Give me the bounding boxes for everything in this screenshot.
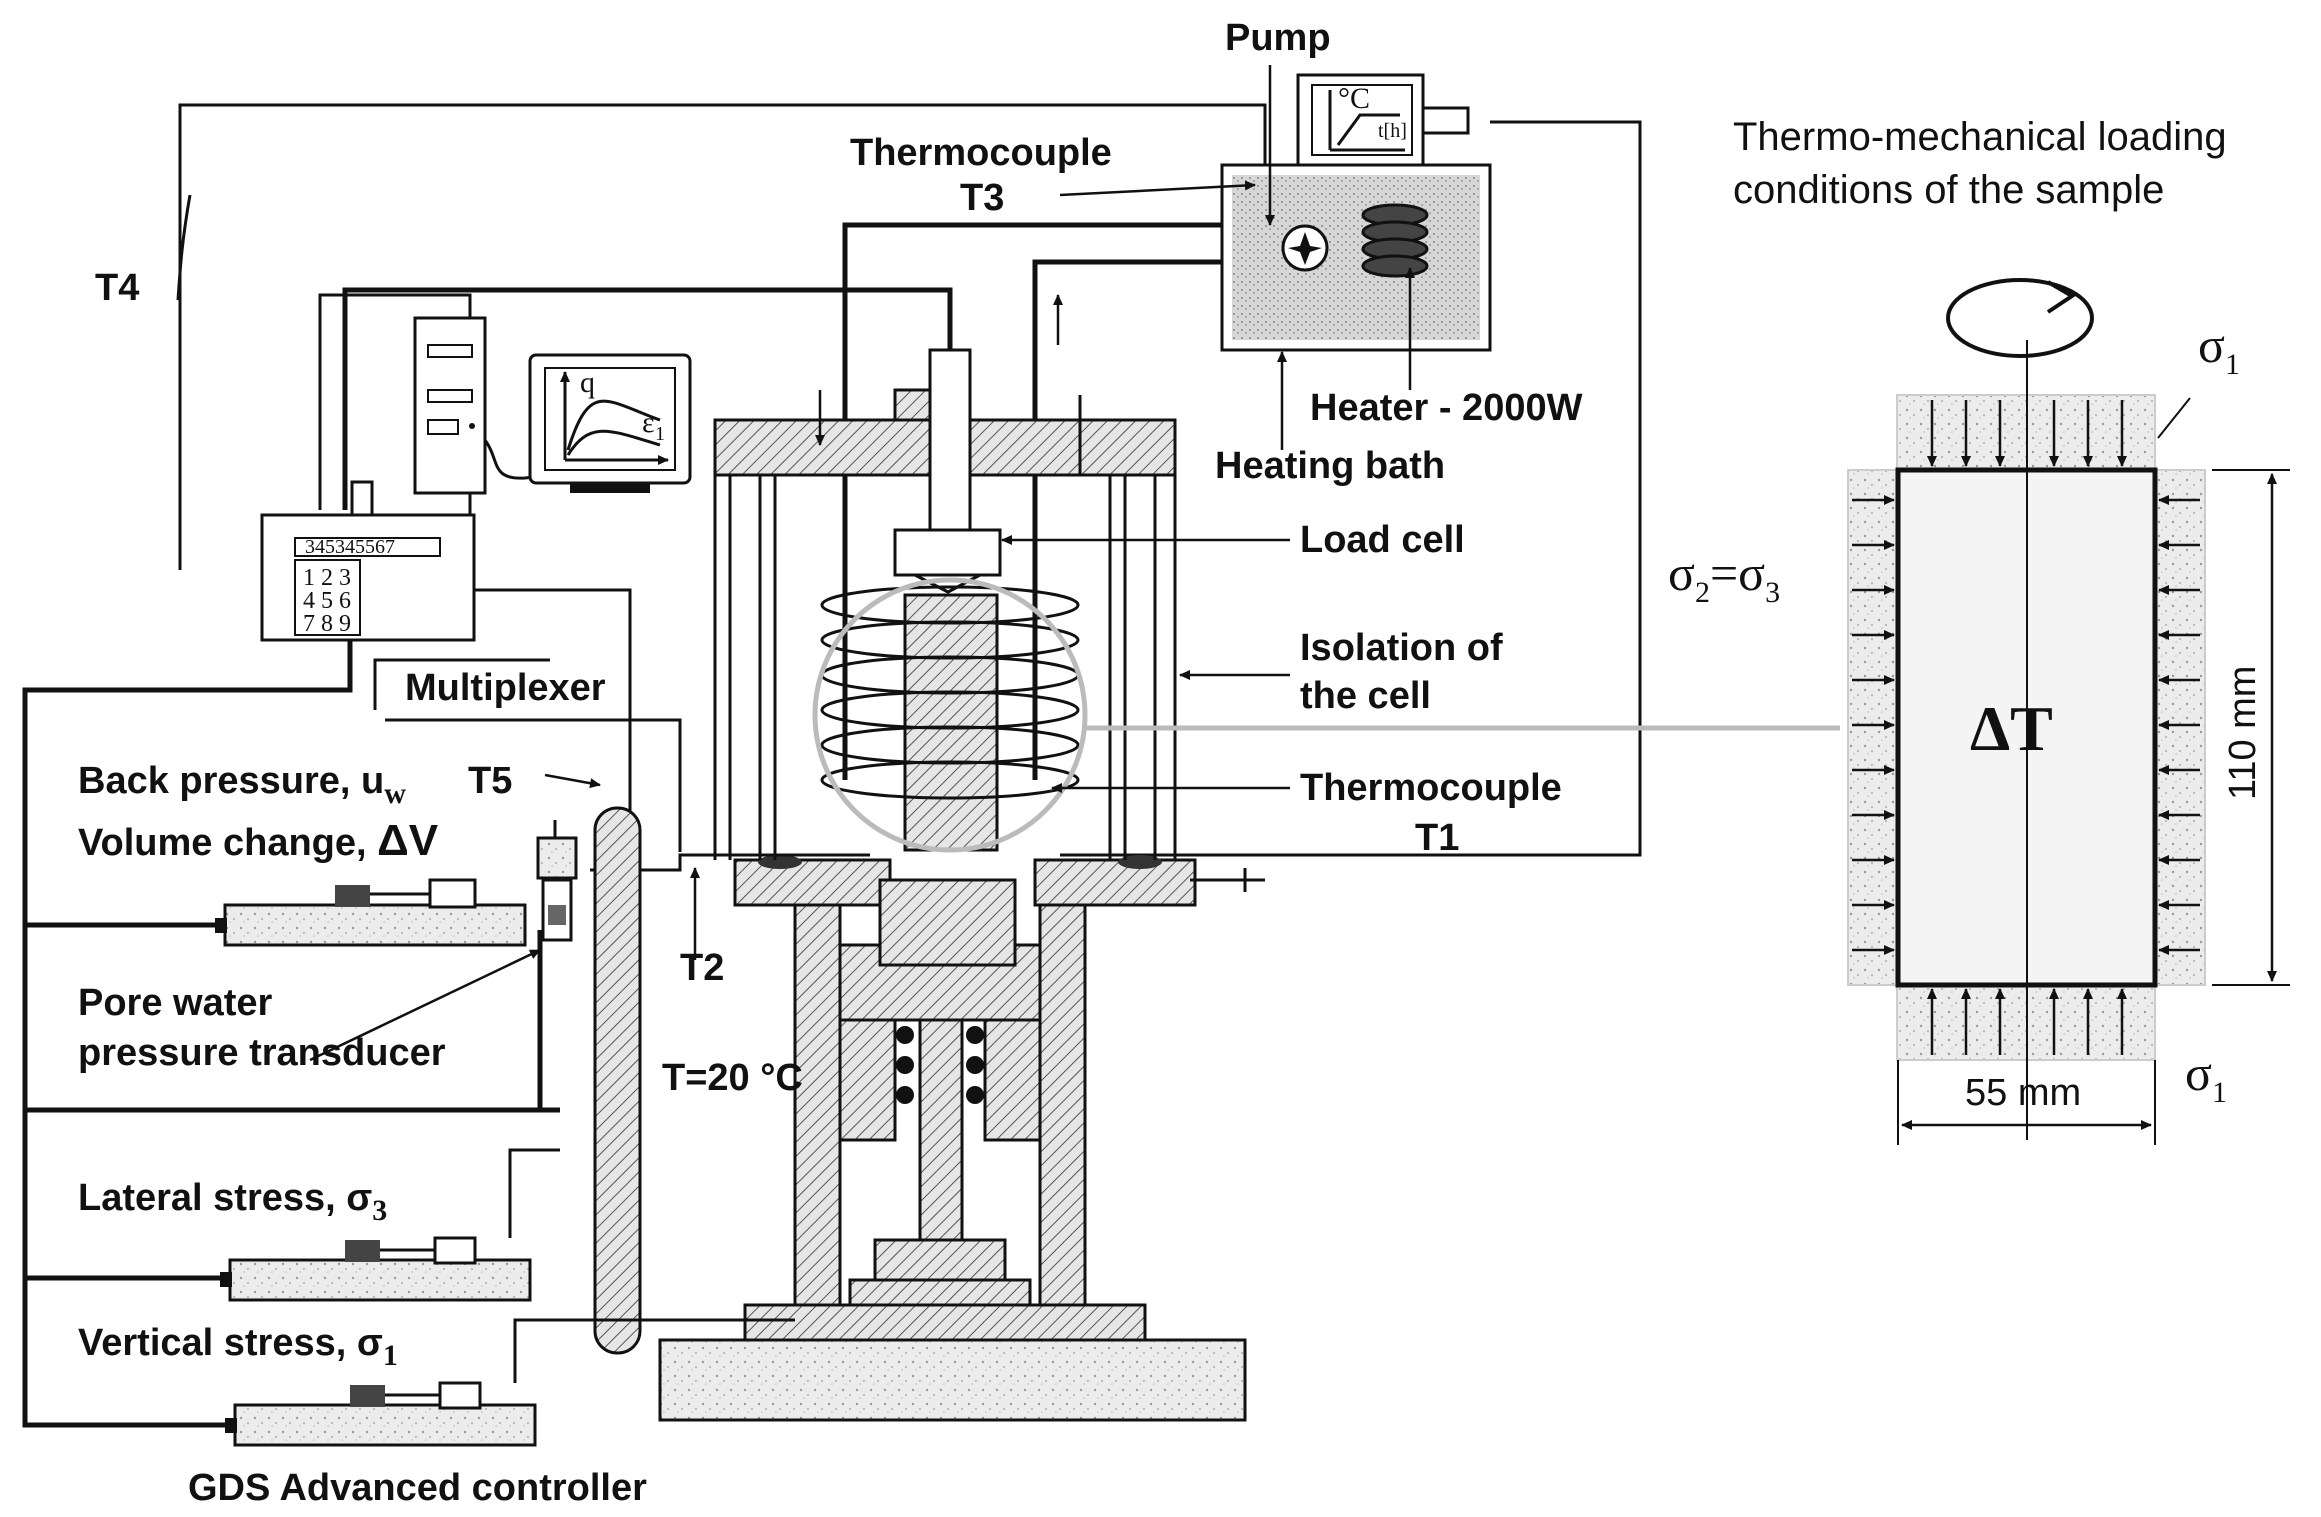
sample-title-2: conditions of the sample <box>1733 168 2164 212</box>
label-load-cell: Load cell <box>1300 519 1465 561</box>
rotation-arrow <box>1946 278 2094 358</box>
sigma1-bottom-arrows <box>1927 988 2127 1055</box>
sigma3-right-arrows <box>2158 495 2200 955</box>
label-t1: T1 <box>1415 817 1459 859</box>
label-pore-water-1: Pore water <box>78 982 273 1024</box>
multiplexer-display: 345345567 <box>305 536 395 558</box>
label-t5: T5 <box>468 760 512 802</box>
sample-title-1: Thermo-mechanical loading <box>1733 115 2227 159</box>
sigma1-bottom-label: σ1 <box>2185 1045 2227 1109</box>
label-back-pressure: Back pressure, uw <box>78 760 406 810</box>
keypad-row-1: 1 2 3 <box>303 565 351 591</box>
label-multiplexer: Multiplexer <box>405 667 606 709</box>
label-temperature: T=20 °C <box>662 1057 803 1099</box>
delta-t-label: ΔT <box>1970 693 2053 764</box>
soil-sample <box>903 593 999 852</box>
sigma1-top-arrows <box>1927 400 2127 467</box>
multiplexer-box: 345345567 1 2 3 4 5 6 7 8 9 <box>260 513 476 642</box>
label-t4: T4 <box>95 267 139 309</box>
gds-back-pressure-controller <box>215 878 527 947</box>
monitor-x-label: ε <box>642 406 655 439</box>
zoom-circle <box>812 577 1088 853</box>
label-isolation-2: the cell <box>1300 675 1431 717</box>
keypad-row-2: 4 5 6 <box>303 588 351 614</box>
label-t2: T2 <box>680 947 724 989</box>
label-lateral-stress: Lateral stress, σ3 <box>78 1177 387 1227</box>
label-pore-water-2: pressure transducer <box>78 1032 446 1074</box>
bath-display-unit: °C <box>1338 82 1370 115</box>
label-heating-bath: Heating bath <box>1215 445 1445 487</box>
label-isolation-1: Isolation of <box>1300 627 1503 669</box>
gds-lateral-stress-controller <box>220 1148 560 1302</box>
monitor-y-label: q <box>580 366 595 399</box>
t4-probe <box>176 194 192 301</box>
label-gds-controller: GDS Advanced controller <box>188 1467 647 1509</box>
label-vertical-stress: Vertical stress, σ1 <box>78 1322 398 1372</box>
label-t3: T3 <box>960 177 1004 219</box>
gds-vertical-stress-controller <box>225 1318 795 1447</box>
seal-rings <box>896 1026 984 1104</box>
triaxial-cell <box>590 348 1840 1422</box>
bath-display-axis: t[h] <box>1378 120 1407 142</box>
label-heater: Heater - 2000W <box>1310 387 1583 429</box>
insulated-pipe <box>593 806 642 1355</box>
pore-water-transducer <box>536 820 578 942</box>
label-thermocouple-t1: Thermocouple <box>1300 767 1562 809</box>
height-dimension: 110 mm <box>2222 666 2264 800</box>
label-thermocouple-t3: Thermocouple <box>850 132 1112 174</box>
label-volume-change: Volume change, ΔV <box>78 816 439 865</box>
heating-bath: °C t[h] <box>1220 73 1492 352</box>
monitor: q ε 1 <box>528 353 692 493</box>
base-plinth <box>658 1338 1247 1422</box>
width-dimension: 55 mm <box>1965 1072 2081 1114</box>
sigma2-sigma3-label: σ2=σ3 <box>1668 545 1780 609</box>
monitor-x-sub: 1 <box>655 423 665 445</box>
sigma1-top-label: σ1 <box>2198 317 2240 381</box>
keypad-row-3: 7 8 9 <box>303 611 351 637</box>
sample-loading-diagram: Thermo-mechanical loading conditions of … <box>1668 115 2290 1145</box>
heater-coil <box>1361 203 1429 278</box>
computer-tower <box>413 316 487 495</box>
sigma3-left-arrows <box>1852 495 1895 955</box>
leader-arrows <box>309 65 1415 1062</box>
label-pump: Pump <box>1225 17 1331 59</box>
